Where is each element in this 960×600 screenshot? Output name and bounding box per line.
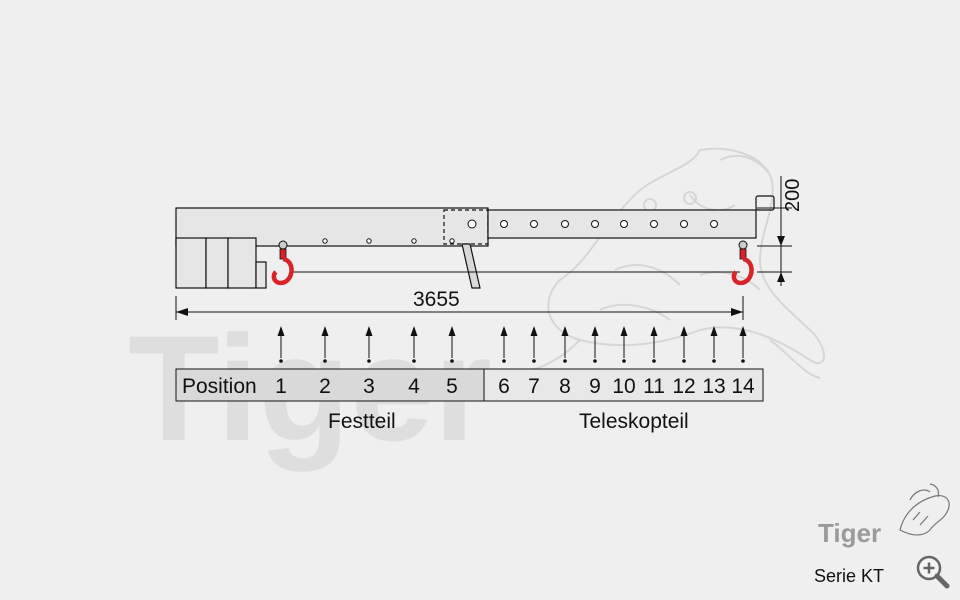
position-point [712,359,716,363]
series-label: Serie KT [814,566,885,586]
length-dimension-label: 3655 [413,288,460,311]
position-number: 12 [672,375,695,398]
position-number: 14 [731,375,755,398]
arrow-head [561,326,569,336]
position-point [593,359,597,363]
position-point [279,359,283,363]
arrow-head [710,326,718,336]
arrow-head [680,326,688,336]
crane-beam [175,195,775,289]
tiger-watermark: Tiger [128,147,825,472]
position-table [175,368,764,402]
arrow-head [448,326,456,336]
position-number: 13 [702,375,725,398]
length-dimension [175,296,744,320]
position-point [741,359,745,363]
arrow-head [410,326,418,336]
arrow-head [530,326,538,336]
position-point [532,359,536,363]
logo-text: Tiger [818,518,881,548]
position-number: 8 [559,375,571,398]
position-point [367,359,371,363]
position-number: 4 [408,375,420,398]
crane-hook-icon [271,240,294,286]
position-label: Position [182,375,257,398]
position-point [652,359,656,363]
position-number: 7 [528,375,540,398]
arrow-head [500,326,508,336]
position-point [323,359,327,363]
position-number: 11 [643,375,665,398]
height-dimension-label: 200 [782,179,804,212]
tiger-logo-icon [899,483,950,536]
section-fixed-label: Festteil [328,410,396,433]
tiger-logo: Tiger [818,483,950,548]
position-number: 6 [498,375,510,398]
arrow-head [620,326,628,336]
fork-pocket [175,237,207,289]
position-point [682,359,686,363]
position-point [502,359,506,363]
position-number: 2 [319,375,331,398]
arrow-head [591,326,599,336]
position-point [450,359,454,363]
zoom-in-icon[interactable] [914,553,950,589]
arrow-head [739,326,747,336]
position-point [622,359,626,363]
position-number: 1 [275,375,287,398]
position-point [412,359,416,363]
position-number: 9 [589,375,601,398]
fixed-holes [322,238,455,244]
arrow-head [365,326,373,336]
section-telescopic-label: Teleskopteil [579,410,689,433]
crane-hook-icon [731,240,754,286]
arrow-head [277,326,285,336]
tiger-outline-watermark [519,147,825,379]
telescopic-holes [467,219,718,229]
arrow-head [321,326,329,336]
position-number: 10 [612,375,635,398]
position-number: 5 [446,375,458,398]
arrow-head [650,326,658,336]
position-number: 3 [363,375,375,398]
position-point [563,359,567,363]
